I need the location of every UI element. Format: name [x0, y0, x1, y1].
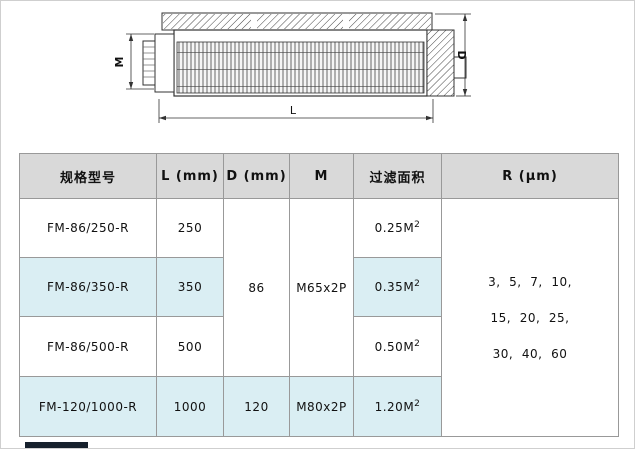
area-superscript: 2	[414, 279, 421, 289]
area-value: 0.50M	[374, 339, 415, 354]
header-diameter: D (mm)	[223, 153, 290, 199]
table-row: FM-86/250-R 250 86 M65x2P 0.25M2 3, 5, 7…	[19, 198, 619, 437]
cell-model: FM-86/250-R	[19, 198, 157, 258]
dimension-m	[126, 33, 154, 90]
header-row: 规格型号 L (mm) D (mm) M 过滤面积 R (μm)	[19, 153, 619, 199]
area-superscript: 2	[414, 220, 421, 230]
filter-diagram-svg: M D L	[113, 12, 471, 123]
area-superscript: 2	[414, 338, 421, 349]
header-length: L (mm)	[156, 153, 224, 199]
cell-length: 250	[156, 198, 224, 258]
pleated-media	[176, 41, 425, 94]
header-model: 规格型号	[19, 153, 157, 199]
area-value: 0.25M	[374, 221, 415, 235]
cell-model: FM-120/1000-R	[19, 376, 157, 437]
end-cap	[426, 29, 467, 97]
outer-shell-section	[161, 12, 433, 31]
area-value: 0.35M	[374, 280, 415, 294]
cell-micron-ratings: 3, 5, 7, 10, 15, 20, 25, 30, 40, 60	[441, 198, 619, 437]
spec-table: 规格型号 L (mm) D (mm) M 过滤面积 R (μm) FM-86/2…	[19, 153, 619, 437]
dimension-l	[158, 99, 434, 123]
cell-length: 1000	[156, 376, 224, 437]
header-filter-area: 过滤面积	[353, 153, 442, 199]
cell-filter-area: 1.20M2	[353, 376, 442, 437]
dimension-d	[435, 13, 471, 97]
dimension-m-label: M	[113, 57, 126, 68]
area-superscript: 2	[414, 398, 421, 409]
header-thread: M	[289, 153, 354, 199]
cell-filter-area: 0.50M2	[353, 316, 442, 377]
cell-thread: M80x2P	[289, 376, 354, 437]
cell-diameter: 120	[223, 376, 290, 437]
table-row: FM-120/1000-R 1000 120 M80x2P 1.20M2	[19, 376, 619, 437]
area-value: 1.20M	[374, 399, 415, 414]
cell-filter-area: 0.35M2	[353, 257, 442, 317]
cell-diameter-merged: 86	[223, 198, 290, 377]
table-row: FM-86/350-R 350 0.35M2	[19, 257, 619, 317]
dimension-d-label: D	[455, 50, 468, 59]
cell-model: FM-86/350-R	[19, 257, 157, 317]
table-row: FM-86/500-R 500 0.50M2	[19, 316, 619, 377]
cell-model: FM-86/500-R	[19, 316, 157, 377]
cell-filter-area: 0.25M2	[353, 198, 442, 258]
cell-length: 500	[156, 316, 224, 377]
inlet-connector	[142, 33, 175, 93]
filter-drawing: M D L	[1, 1, 634, 149]
cell-length: 350	[156, 257, 224, 317]
bottom-bar-fragment	[25, 442, 88, 448]
cell-thread-merged: M65x2P	[289, 198, 354, 377]
header-micron: R (μm)	[441, 153, 619, 199]
dimension-l-label: L	[290, 104, 297, 117]
